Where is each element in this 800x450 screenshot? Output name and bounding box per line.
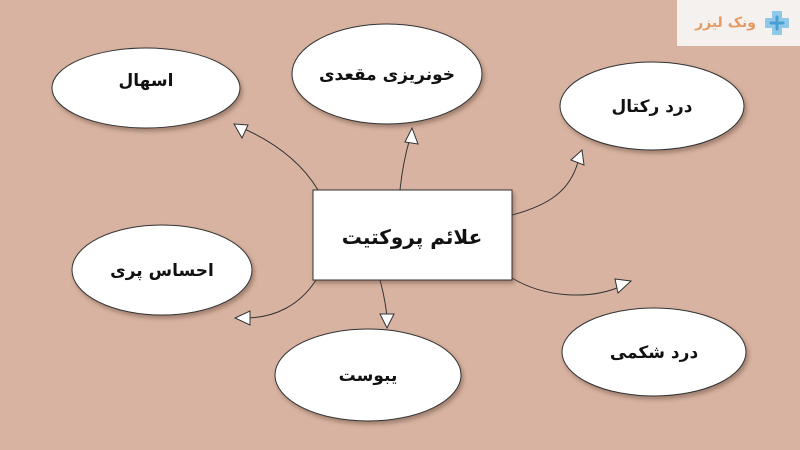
brand-logo-text: ونک لیزر bbox=[695, 15, 756, 31]
node-rectal-bleeding-label: خونریزی مقعدی bbox=[319, 65, 455, 85]
node-rectal-bleeding: خونریزی مقعدی bbox=[291, 23, 483, 125]
arrowhead-abdominal-pain bbox=[614, 278, 633, 294]
arrowhead-diarrhea bbox=[233, 123, 249, 140]
node-rectal-pain-label: درد رکتال bbox=[612, 97, 693, 117]
node-rectal-pain: درد رکتال bbox=[559, 61, 745, 151]
brand-logo[interactable]: ونک لیزر bbox=[677, 0, 800, 46]
connector-to-rectal-bleeding bbox=[399, 137, 411, 191]
node-fullness: احساس پری bbox=[71, 224, 253, 316]
center-node: علائم پروکتیت bbox=[312, 189, 513, 281]
node-diarrhea: اسهال bbox=[51, 47, 241, 129]
node-fullness-label: احساس پری bbox=[110, 261, 214, 281]
node-abdominal-pain: درد شکمی bbox=[561, 307, 747, 397]
arrowhead-fullness bbox=[233, 310, 251, 326]
node-constipation: یبوست bbox=[274, 328, 462, 422]
connector-to-rectal-pain bbox=[511, 161, 579, 216]
arrowhead-rectal-pain bbox=[570, 148, 585, 166]
connector-to-fullness bbox=[244, 279, 317, 319]
connector-to-abdominal-pain bbox=[511, 277, 623, 296]
connector-to-diarrhea bbox=[239, 126, 319, 191]
node-abdominal-pain-label: درد شکمی bbox=[610, 343, 699, 363]
node-diarrhea-label: اسهال bbox=[119, 71, 174, 91]
node-constipation-label: یبوست bbox=[339, 366, 398, 386]
connectors bbox=[233, 123, 633, 330]
center-node-label: علائم پروکتیت bbox=[342, 225, 483, 250]
medical-cross-icon bbox=[765, 11, 789, 35]
connector-to-constipation bbox=[379, 279, 388, 319]
arrowhead-constipation bbox=[379, 313, 395, 330]
arrowhead-rectal-bleeding bbox=[404, 126, 419, 145]
